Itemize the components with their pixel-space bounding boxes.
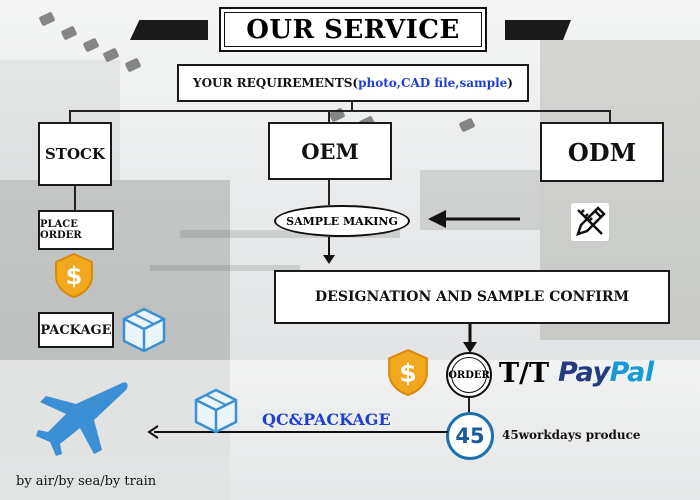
airplane-icon — [36, 382, 128, 456]
title-left-bar — [130, 20, 208, 40]
place-order-box: PLACE ORDER — [38, 210, 114, 250]
title-right-bar — [505, 20, 571, 40]
oem-box: OEM — [268, 122, 392, 180]
tt-payment: T/T — [499, 358, 550, 389]
svg-text:$: $ — [399, 358, 416, 387]
production-caption: 45workdays produce — [502, 428, 641, 442]
stock-box: STOCK — [38, 122, 112, 186]
connector — [69, 110, 610, 112]
requirements-box: YOUR REQUIREMENTS(photo,CAD file,sample) — [177, 64, 529, 102]
designation-box: DESIGNATION AND SAMPLE CONFIRM — [274, 270, 670, 324]
box-icon — [122, 307, 166, 353]
connector — [351, 102, 353, 111]
arrow-left-icon — [428, 210, 520, 228]
paypal-logo: PayPal — [558, 357, 654, 388]
order-node: ORDER — [446, 352, 492, 398]
connector — [328, 110, 330, 123]
shipping-methods: by air/by sea/by train — [16, 474, 157, 489]
connector — [74, 186, 76, 210]
arrow-down-icon — [323, 237, 335, 264]
box-icon — [194, 388, 238, 434]
arrow-left-icon — [147, 425, 448, 439]
dollar-shield-icon: $ — [55, 252, 93, 298]
pencil-ruler-icon — [571, 203, 609, 241]
package-box: PACKAGE — [38, 312, 114, 348]
qc-package-label: QC&PACKAGE — [262, 410, 391, 429]
svg-text:$: $ — [66, 262, 83, 290]
connector — [328, 180, 330, 205]
production-days-badge: 45 — [446, 412, 494, 460]
arrow-down-icon — [463, 324, 477, 353]
odm-box: ODM — [540, 122, 664, 182]
sample-making-node: SAMPLE MAKING — [274, 205, 410, 237]
connector — [609, 110, 611, 123]
connector — [468, 398, 470, 412]
requirements-detail: photo,CAD file,sample — [358, 76, 508, 90]
dollar-shield-icon: $ — [388, 348, 428, 396]
connector — [69, 110, 71, 123]
page-title: OUR SERVICE — [219, 7, 487, 52]
